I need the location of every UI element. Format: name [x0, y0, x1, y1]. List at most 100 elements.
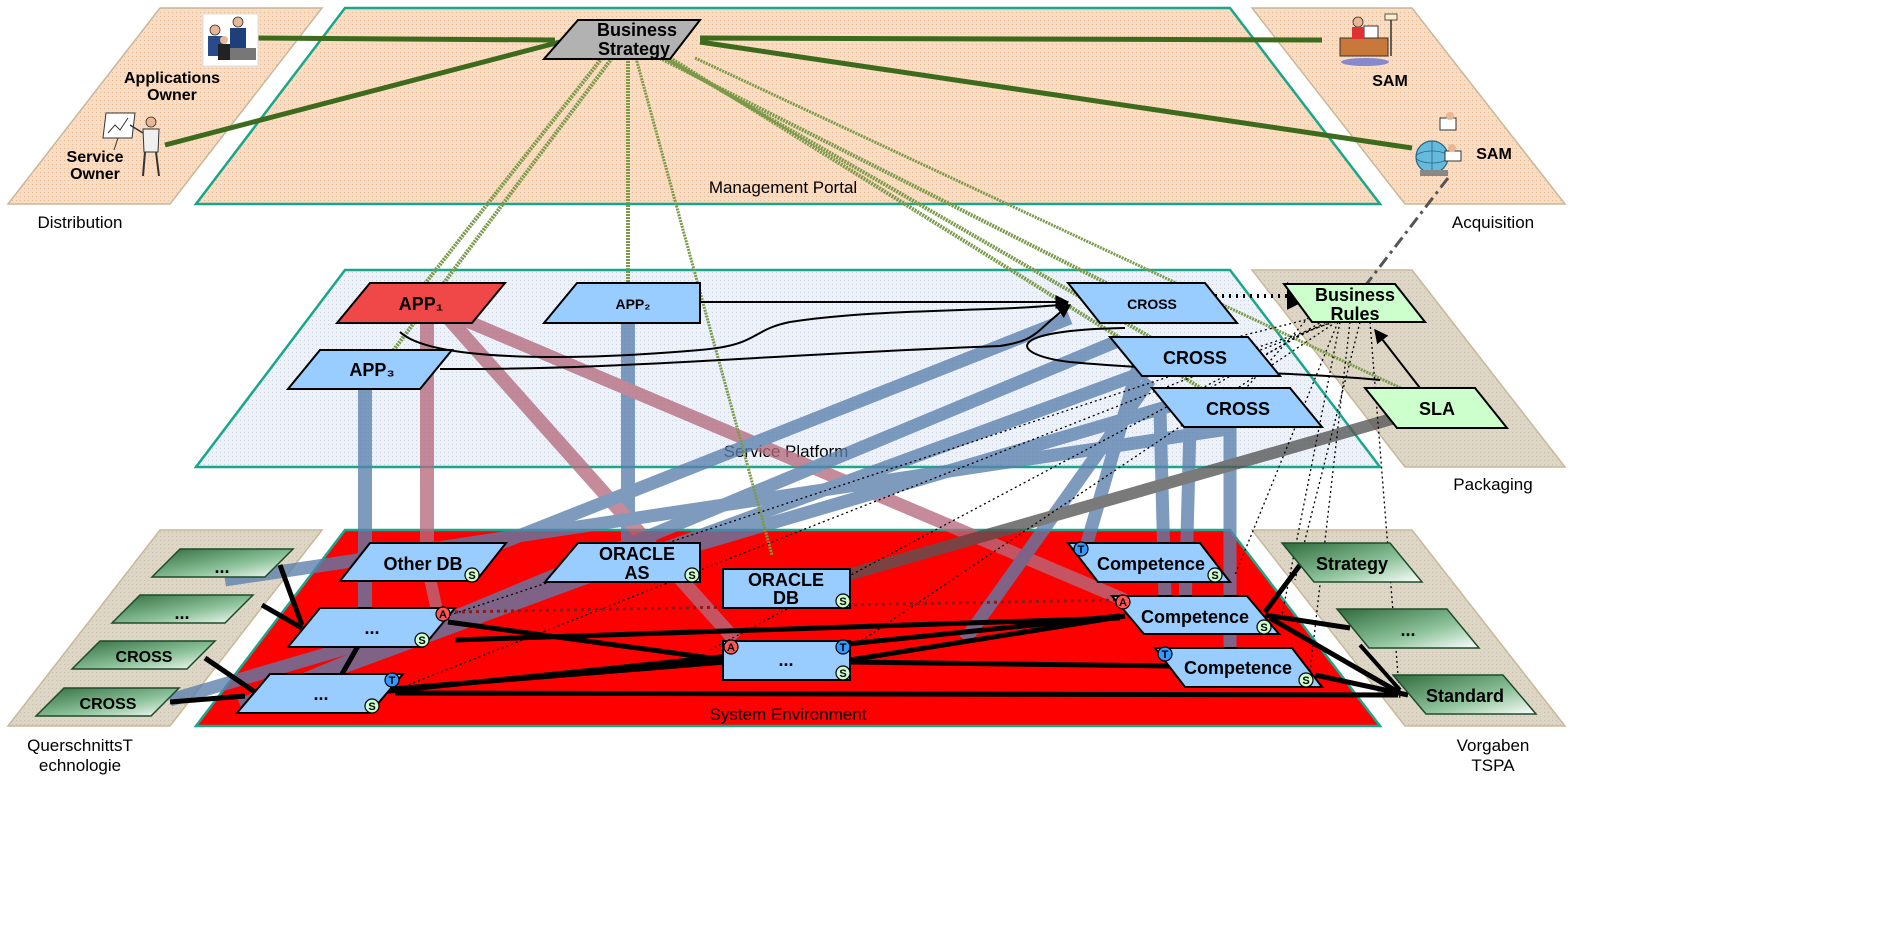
sam-globe-icon: [1415, 112, 1462, 176]
oracle-as-node[interactable]: ORACLE AS S: [542, 542, 701, 583]
s-badge-text: S: [418, 635, 425, 647]
standard-label: Standard: [1426, 686, 1504, 706]
s-badge-text: S: [1260, 622, 1267, 634]
ellipsis-center-label: ...: [778, 650, 793, 670]
app1-node[interactable]: APP₁: [334, 282, 508, 324]
s-badge: [464, 567, 480, 583]
ellipsis-left-top-label: ...: [364, 618, 379, 638]
oracle-db-node[interactable]: ORACLE DB S: [722, 568, 851, 609]
ellipsis-node-left-top[interactable]: ... A S: [285, 606, 458, 648]
s-badge: [1256, 619, 1272, 635]
service-connectors: [399, 282, 1421, 389]
applications-owner-label-line1: Applications: [124, 70, 220, 87]
a-badge-text: A: [439, 609, 447, 621]
left-ellipsis-1-label: ...: [214, 557, 229, 577]
acquisition-label: Acquisition: [1452, 213, 1534, 232]
cross-1-label: CROSS: [1127, 296, 1177, 312]
s-badge: [414, 632, 430, 648]
service-owner-label-line1: Service: [67, 149, 124, 166]
left-cross-1-label: CROSS: [116, 649, 173, 666]
s-badge: [835, 665, 851, 681]
oracle-db-label-line2: DB: [773, 588, 799, 608]
applications-owner-icon: [202, 13, 259, 67]
management-portal-label: Management Portal: [709, 178, 857, 197]
ellipsis-node-center[interactable]: ... A T S: [722, 639, 851, 681]
a-badge: [723, 639, 739, 655]
cross-node-1[interactable]: CROSS: [1065, 282, 1240, 324]
strategy-label: Strategy: [1316, 554, 1388, 574]
competence-node-1[interactable]: Competence T S: [1065, 541, 1233, 583]
a-badge: [1115, 594, 1131, 610]
s-badge-text: S: [1302, 675, 1309, 687]
sam-right-label: SAM: [1476, 146, 1512, 163]
sla-label: SLA: [1419, 399, 1455, 419]
business-rules-node[interactable]: Business Rules: [1282, 283, 1428, 324]
ellipsis-node-left-bottom[interactable]: ... T S: [234, 672, 406, 714]
left-cross-2-label: CROSS: [80, 696, 137, 713]
app1-label: APP₁: [399, 294, 443, 314]
competence-3-label: Competence: [1184, 658, 1292, 678]
a-badge: [435, 606, 451, 622]
t-badge: [384, 672, 400, 688]
right-ellipsis-label: ...: [1400, 620, 1415, 640]
s-badge-text: S: [368, 701, 375, 713]
other-db-node[interactable]: Other DB S: [337, 542, 509, 583]
s-badge-text: S: [839, 668, 846, 680]
oracle-as-label-line1: ORACLE: [599, 544, 675, 564]
management-plane: Management Portal: [193, 6, 1383, 206]
competence-node-2[interactable]: Competence A S: [1109, 594, 1282, 635]
app2-node[interactable]: APP₂: [541, 282, 701, 324]
strategy-node[interactable]: Strategy: [1280, 542, 1424, 583]
app3-node[interactable]: APP₃: [285, 349, 455, 390]
s-badge-text: S: [688, 570, 695, 582]
t-badge-text: T: [389, 675, 396, 687]
a-badge-text: A: [1119, 597, 1127, 609]
t-badge-text: T: [1162, 649, 1169, 661]
a-badge-text: A: [727, 642, 735, 654]
left-ellipsis-node-1[interactable]: ...: [150, 548, 295, 578]
business-strategy-label-line1: Business: [597, 20, 677, 40]
vorgaben-label-line1: Vorgaben: [1457, 736, 1530, 755]
right-ellipsis-node[interactable]: ...: [1335, 608, 1481, 649]
s-badge: [364, 698, 380, 714]
business-strategy-node[interactable]: Business Strategy: [541, 19, 703, 60]
competence-node-3[interactable]: Competence T S: [1152, 646, 1325, 688]
cross-node-3[interactable]: CROSS: [1149, 387, 1325, 428]
querschnitts-label-line2: echnologie: [39, 756, 121, 775]
other-db-label: Other DB: [383, 554, 462, 574]
competence-2-label: Competence: [1141, 607, 1249, 627]
service-owner-label-line2: Owner: [70, 166, 120, 183]
left-ellipsis-2-label: ...: [174, 603, 189, 623]
ellipsis-left-bottom-label: ...: [313, 684, 328, 704]
vorgaben-label-line2: TSPA: [1471, 756, 1515, 775]
oracle-as-label-line2: AS: [624, 563, 649, 583]
s-badge-text: S: [839, 596, 846, 608]
oracle-db-label-line1: ORACLE: [748, 570, 824, 590]
t-badge-text: T: [840, 642, 847, 654]
t-badge-text: T: [1078, 544, 1085, 556]
left-ellipsis-node-2[interactable]: ...: [110, 594, 255, 624]
standard-node[interactable]: Standard: [1391, 674, 1538, 715]
service-owner-icon: [102, 112, 160, 177]
left-cross-node-2[interactable]: CROSS: [34, 687, 181, 717]
sla-node[interactable]: SLA: [1362, 387, 1510, 429]
business-rules-label-line1: Business: [1315, 285, 1395, 305]
cross-node-2[interactable]: CROSS: [1107, 336, 1283, 377]
sam-top-label: SAM: [1372, 73, 1408, 90]
t-badge: [1073, 541, 1089, 557]
s-badge-text: S: [1211, 570, 1218, 582]
app3-label: APP₃: [349, 360, 394, 380]
app2-label: APP₂: [615, 296, 650, 312]
s-badge: [835, 593, 851, 609]
t-badge: [835, 639, 851, 655]
cross-2-label: CROSS: [1163, 348, 1227, 368]
querschnitts-label-line1: QuerschnittsT: [27, 736, 133, 755]
applications-owner-label-line2: Owner: [147, 87, 197, 104]
s-badge: [1207, 567, 1223, 583]
sam-desk-icon: [1339, 13, 1398, 66]
distribution-label: Distribution: [37, 213, 122, 232]
cross-3-label: CROSS: [1206, 399, 1270, 419]
business-strategy-label-line2: Strategy: [598, 39, 670, 59]
left-cross-node-1[interactable]: CROSS: [70, 640, 217, 670]
